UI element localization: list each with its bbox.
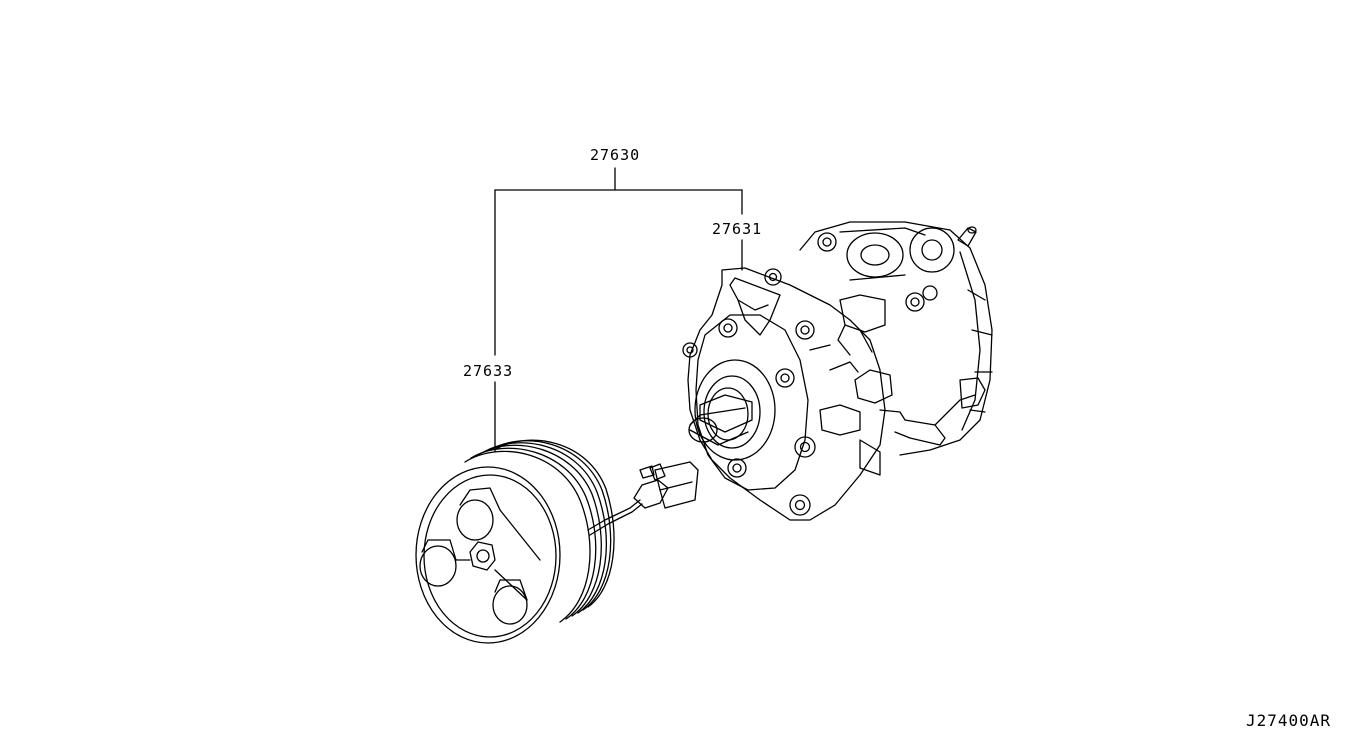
clutch-pulley-icon <box>416 440 614 643</box>
compressor-icon <box>683 222 992 520</box>
leader-lines <box>495 168 742 452</box>
part-number-27633: 27633 <box>463 362 514 380</box>
diagram-code: J27400AR <box>1246 711 1332 730</box>
part-number-27630: 27630 <box>590 146 641 164</box>
connector-icon <box>588 462 698 535</box>
part-number-27631: 27631 <box>712 220 763 238</box>
